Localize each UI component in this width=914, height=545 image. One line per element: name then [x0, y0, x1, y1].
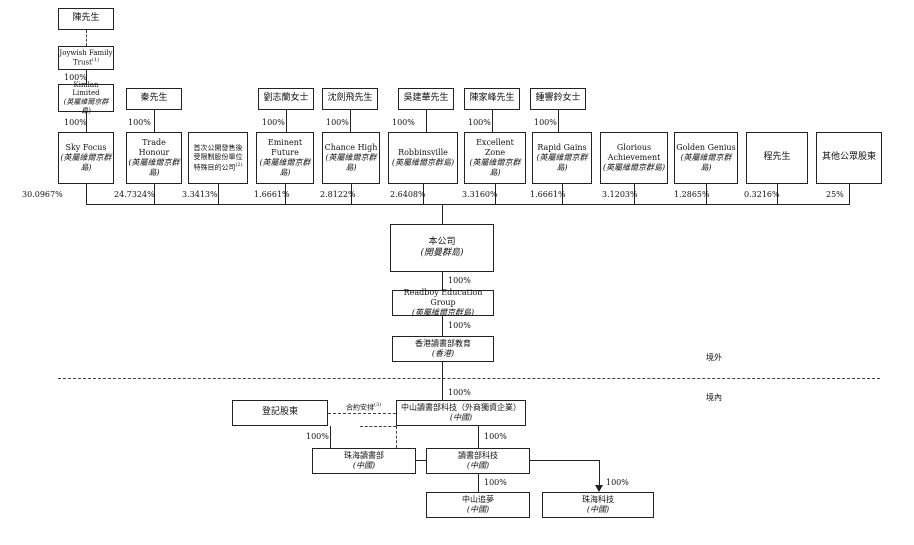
offshore-label: 境外	[706, 353, 722, 362]
pct-hk-zstech: 100%	[448, 388, 471, 397]
joywish-box: Joywish Family Trust(1)	[58, 46, 114, 70]
pct-company-readboy: 100%	[448, 276, 471, 285]
drop-rsu	[218, 184, 219, 204]
contract-dashed-join	[360, 426, 396, 427]
pct-shen-chance: 100%	[326, 118, 349, 127]
pct-zhong-rapid: 100%	[534, 118, 557, 127]
company-box: 本公司 (開曼群島)	[390, 224, 494, 272]
pct-golden: 1.2865%	[674, 190, 710, 199]
contract-dashed-line	[328, 413, 396, 414]
drop-chance	[351, 184, 352, 204]
pct-liu-eminent: 100%	[262, 118, 285, 127]
onshore-label: 境內	[706, 393, 722, 402]
rb-tech-box: 讀書部科技 (中國)	[426, 448, 530, 474]
pct-chance: 2.8122%	[320, 190, 356, 199]
pct-glorious: 3.1203%	[602, 190, 638, 199]
arrow-down-icon	[595, 485, 603, 492]
line-wu-robbinsville	[426, 110, 427, 132]
wu-box: 吳建華先生	[398, 88, 454, 110]
qin-box: 秦先生	[126, 88, 182, 110]
pct-wu-robbinsville: 100%	[392, 118, 415, 127]
line-chenjf-excellent	[492, 110, 493, 132]
pct-readboy-hk: 100%	[448, 321, 471, 330]
line-rbtech-zsdream	[478, 474, 479, 492]
shareholder-rsu-spv: 首次公開發售後受限制股份單位特殊目的公司(2)	[188, 132, 248, 184]
drop-glorious	[634, 184, 635, 204]
readboy-group-box: Readboy Education Group (英屬維爾京群島)	[392, 288, 494, 317]
shareholder-rapid-gains: Rapid Gains (英屬維爾京群島)	[532, 132, 592, 184]
contract-dashed-down	[396, 426, 397, 448]
line-zhreadboy-rbtech	[416, 460, 426, 461]
kimlan-box: Kimlan Limited (英屬維爾京群島)	[58, 81, 114, 115]
pct-chenjf-excellent: 100%	[468, 118, 491, 127]
zh-readboy-box: 珠海讀書部 (中國)	[312, 448, 416, 474]
pct-cheng: 0.3216%	[744, 190, 780, 199]
pct-eminent: 1.6661%	[254, 190, 290, 199]
pct-zstech-rbtech: 100%	[484, 432, 507, 441]
shareholder-excellent-zone: Excellent Zone (英屬維爾京群島)	[464, 132, 526, 184]
border-divider	[58, 378, 880, 379]
rsu-note: (2)	[235, 161, 243, 168]
line-liu-eminent	[286, 110, 287, 132]
shareholder-glorious-achievement: Glorious Achievement (英屬維爾京群島)	[600, 132, 668, 184]
shareholder-sky-focus: Sky Focus (英屬維爾京群島)	[58, 132, 114, 184]
pct-rapid: 1.6661%	[530, 190, 566, 199]
shareholder-trade-honour: Trade Honour (英屬維爾京群島)	[126, 132, 182, 184]
line-zstech-rbtech	[478, 426, 479, 448]
pct-sky: 30.0967%	[22, 190, 63, 199]
shareholder-golden-genius: Golden Genius (英屬維爾京群島)	[674, 132, 738, 184]
hk-box: 香港讀書部教育 (香港)	[392, 336, 494, 362]
line-registered-zhreadboy	[330, 426, 331, 448]
zs-dream-box: 中山追夢 (中國)	[426, 492, 530, 518]
pct-qin-trade: 100%	[128, 118, 151, 127]
line-down-zhtech	[599, 460, 600, 486]
line-kimlan-sky	[86, 112, 87, 132]
line-qin-trade	[154, 110, 155, 132]
pct-rbtech-zsdream: 100%	[484, 478, 507, 487]
chenjf-box: 陳家峰先生	[464, 88, 520, 110]
shareholder-eminent-future: Eminent Future (英屬維爾京群島)	[256, 132, 314, 184]
drop-excellent	[495, 184, 496, 204]
zs-tech-box: 中山讀書部科技（外商獨資企業） (中國)	[396, 400, 526, 426]
shareholder-robbinsville: Robbinsville (英屬維爾京群島)	[388, 132, 458, 184]
pct-rsu: 3.3413%	[182, 190, 218, 199]
shareholder-chance-high: Chance High (英屬維爾京群島)	[322, 132, 380, 184]
shen-box: 沈劍飛先生	[322, 88, 378, 110]
drop-trade	[154, 184, 155, 204]
shareholder-cheng: 程先生	[746, 132, 808, 184]
drop-rapid	[562, 184, 563, 204]
shareholder-public: 其他公眾股東	[816, 132, 882, 184]
drop-sky	[86, 184, 87, 204]
drop-robbinsville	[423, 184, 424, 204]
line-hk-zstech	[442, 362, 443, 400]
registered-shareholders-box: 登記股東	[232, 400, 328, 426]
line-shen-chance	[350, 110, 351, 132]
joywish-note: (1)	[91, 57, 100, 64]
drop-golden	[706, 184, 707, 204]
drop-cheng	[777, 184, 778, 204]
pct-registered-zhreadboy: 100%	[306, 432, 329, 441]
line-readboy-hk	[442, 316, 443, 336]
pct-joywish-kimlan: 100%	[64, 73, 87, 82]
line-rbtech-right	[530, 460, 600, 461]
pct-excellent: 3.3160%	[462, 190, 498, 199]
pct-public: 25%	[826, 190, 844, 199]
pct-rbtech-zhtech: 100%	[606, 478, 629, 487]
drop-public	[849, 184, 850, 204]
zhong-box: 鍾響鈴女士	[530, 88, 586, 110]
liu-box: 劉志蘭女士	[258, 88, 314, 110]
pct-robbinsville: 2.6408%	[390, 190, 426, 199]
trust-dashed-line	[86, 30, 87, 46]
pct-trade: 24.7324%	[114, 190, 155, 199]
line-joywish-kimlan	[86, 70, 87, 84]
pct-kimlan-sky: 100%	[64, 118, 87, 127]
bus-to-company	[442, 204, 443, 224]
line-zhong-rapid	[558, 110, 559, 132]
contract-label: 合約安排(3)	[346, 402, 382, 412]
line-company-readboy	[442, 272, 443, 290]
drop-eminent	[285, 184, 286, 204]
chen-box: 陳先生	[58, 8, 114, 30]
zh-tech-box: 珠海科技 (中國)	[542, 492, 654, 518]
shareholder-bus	[86, 204, 850, 205]
